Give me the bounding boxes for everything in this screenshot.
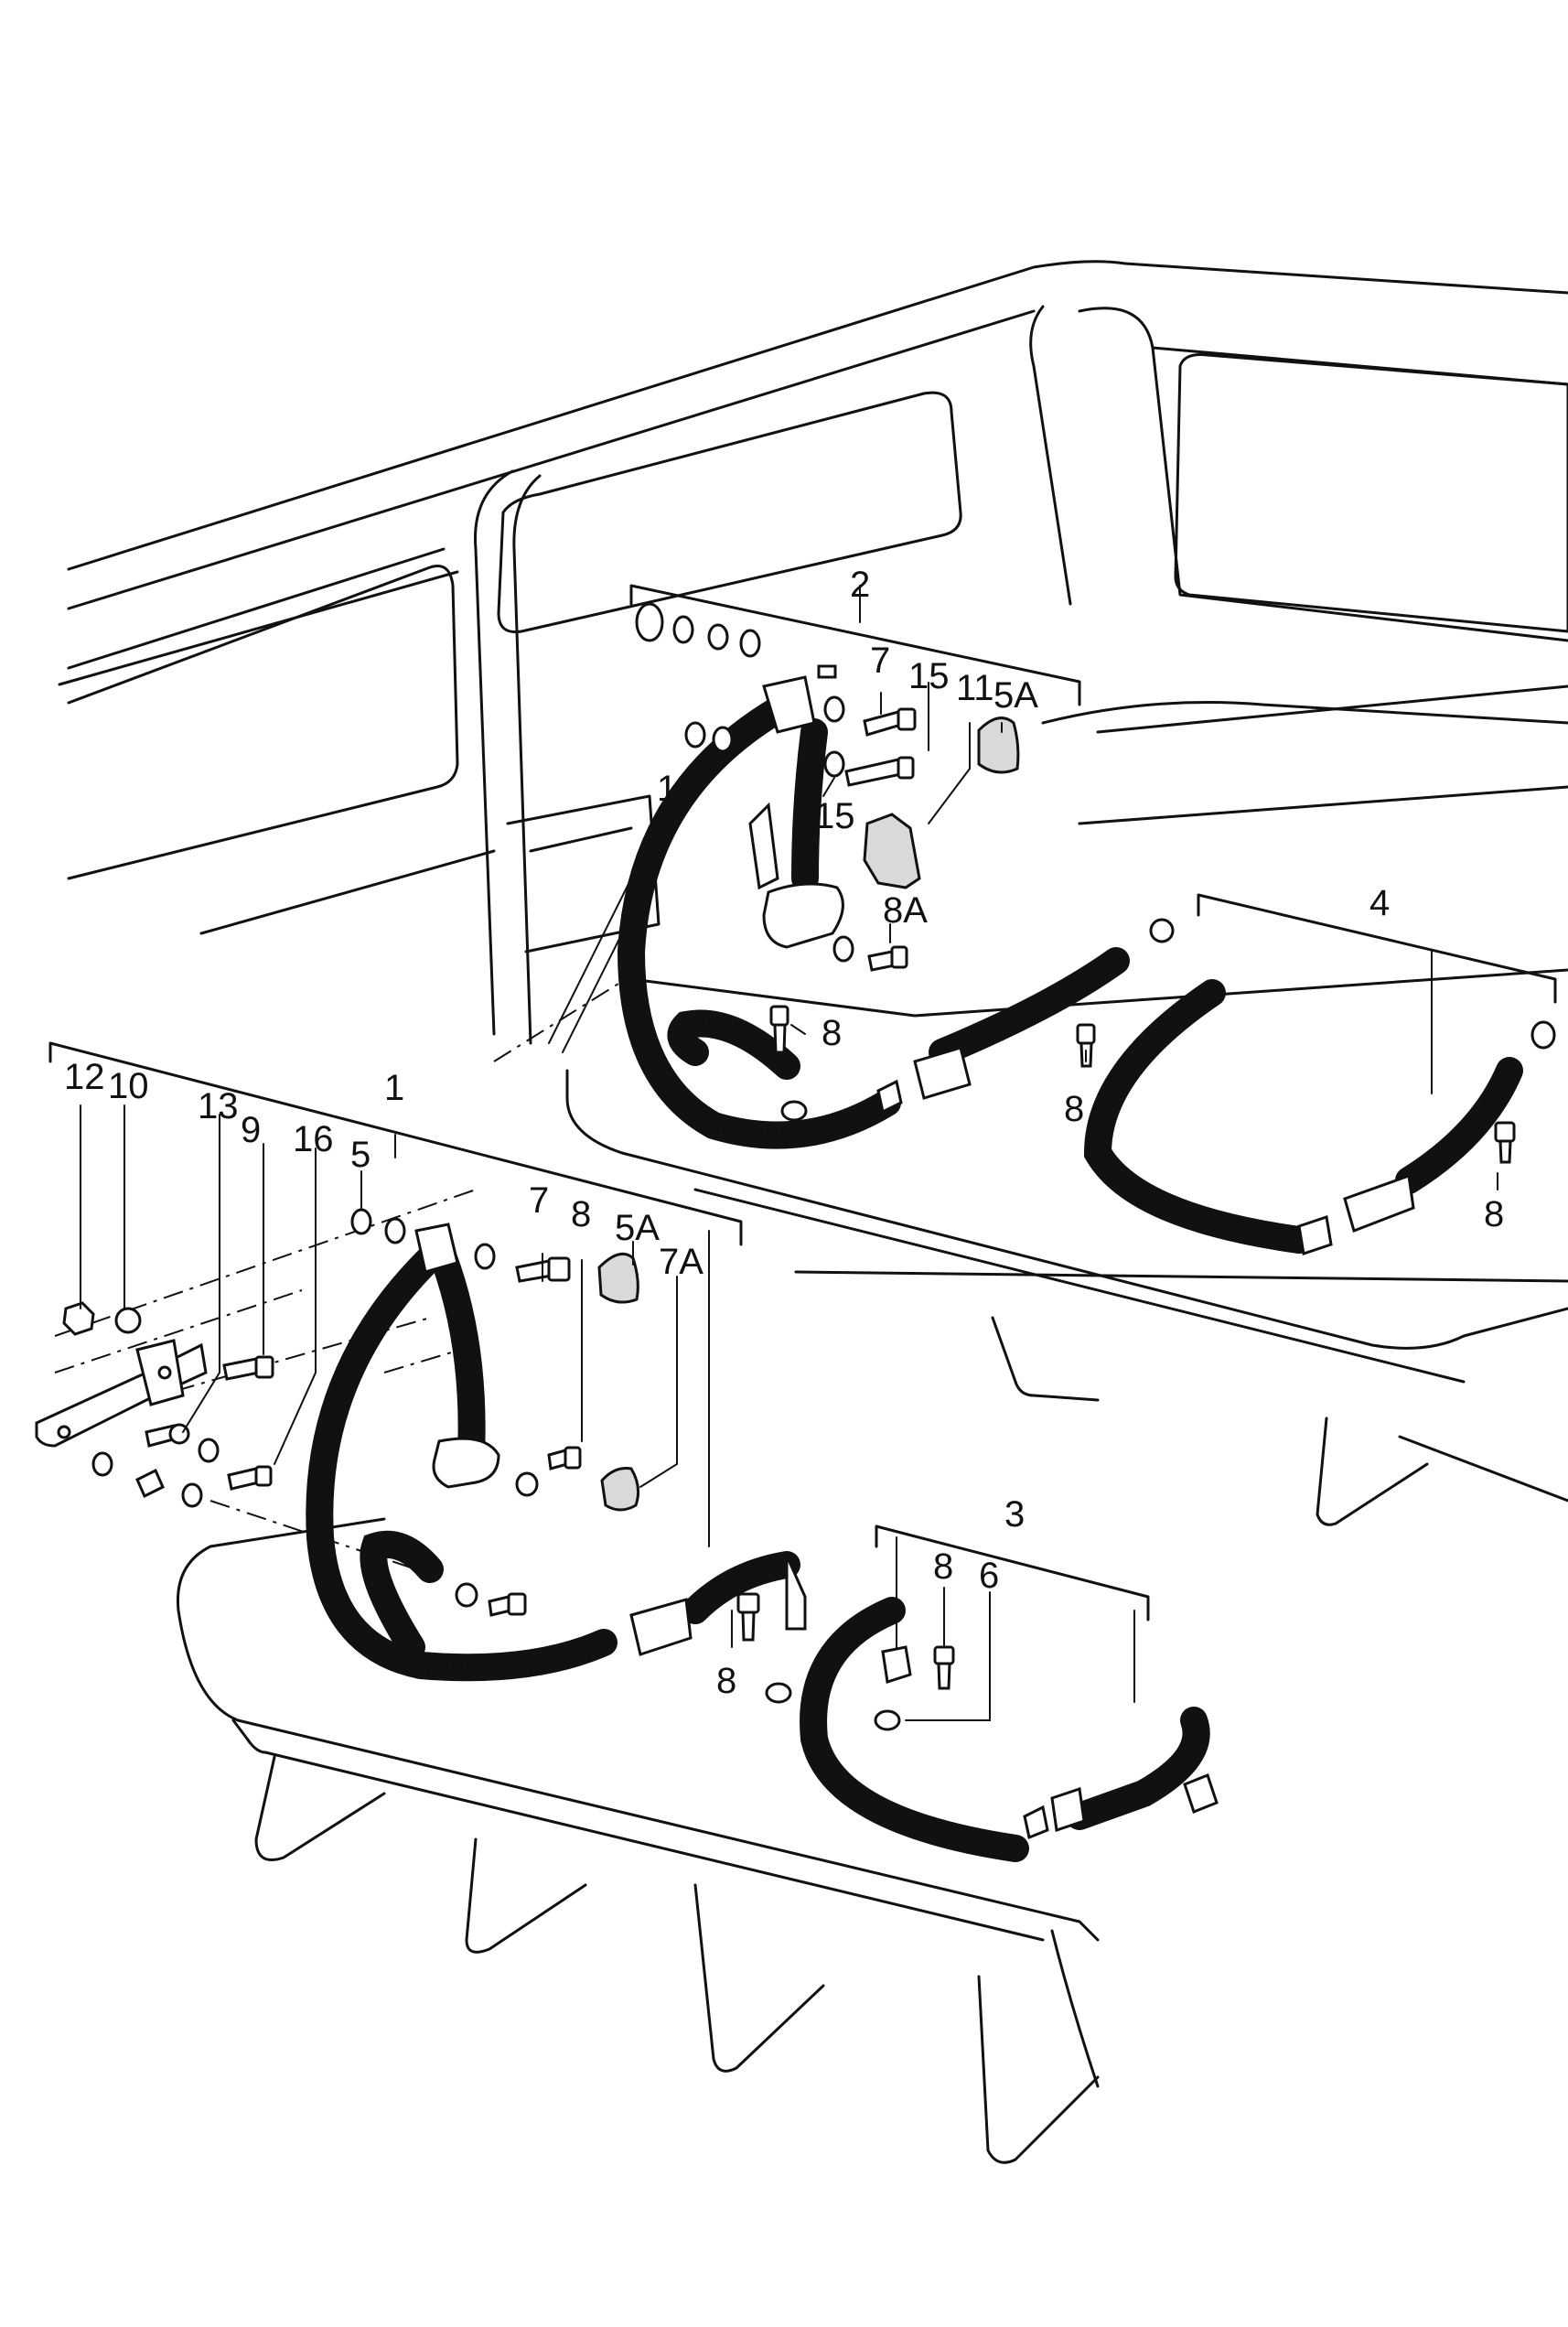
label-5: 5	[350, 1135, 371, 1175]
label-13: 13	[198, 1086, 239, 1126]
part-labels: 2 7 15 11 5A 14 15 8A 8 4 8 8 12 10 13 9…	[64, 565, 1504, 1701]
label-8A: 8A	[883, 890, 928, 931]
label-12: 12	[64, 1057, 105, 1097]
label-8-d: 8	[571, 1194, 591, 1234]
leader-lines	[80, 585, 1498, 1721]
belt-assembly-4	[913, 893, 1557, 1255]
belt-assembly-1	[48, 1041, 807, 1682]
front-bench-seat	[176, 1517, 1100, 2164]
label-2: 2	[850, 565, 870, 605]
label-5A-bottom: 5A	[615, 1208, 660, 1248]
label-4: 4	[1369, 883, 1390, 923]
label-10: 9	[241, 1110, 261, 1150]
label-7-bottom: 7	[529, 1180, 549, 1221]
label-8-b: 8	[1064, 1089, 1084, 1129]
label-7A: 7A	[659, 1242, 703, 1282]
label-8-a: 8	[822, 1013, 842, 1053]
label-7-top: 7	[870, 641, 890, 681]
belt-assembly-2	[617, 584, 1081, 1149]
label-11: 10	[108, 1066, 149, 1106]
label-16: 15	[908, 656, 950, 696]
label-8-f: 8	[716, 1661, 736, 1701]
hardware-parts	[62, 602, 1556, 1731]
anchor-bracket	[35, 1339, 208, 1448]
belt-assembly-3	[800, 1524, 1219, 1862]
rear-bench-seat	[565, 968, 1568, 1526]
label-15-left: 14	[657, 769, 698, 809]
label-5A-top: 5A	[993, 675, 1038, 716]
vehicle-body-outline	[58, 260, 1568, 1053]
label-15-right: 15	[814, 796, 855, 836]
label-3: 3	[1004, 1494, 1025, 1535]
label-1: 1	[384, 1068, 404, 1108]
label-6: 6	[979, 1556, 999, 1596]
label-8-e: 8	[933, 1546, 953, 1587]
label-14: 16	[293, 1119, 334, 1159]
label-9: 11	[956, 668, 994, 708]
label-8-c: 8	[1484, 1194, 1504, 1234]
